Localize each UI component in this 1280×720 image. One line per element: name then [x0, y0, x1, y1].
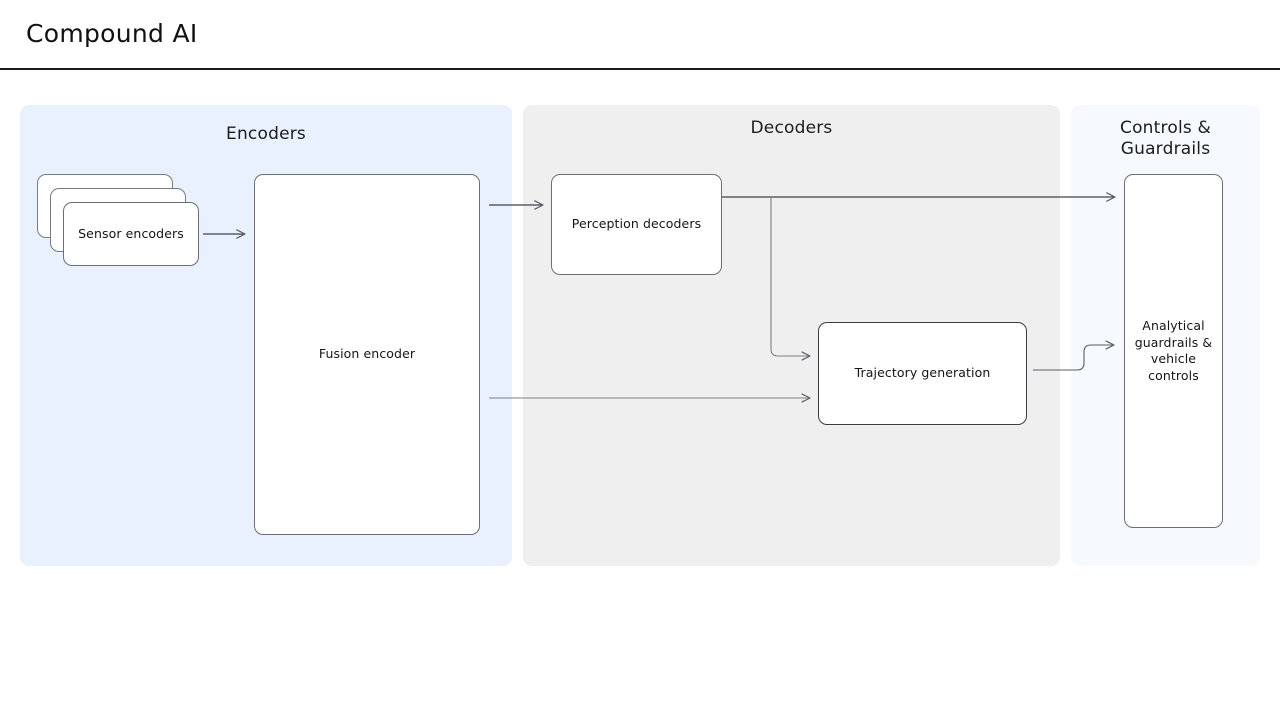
wire-trajectory-to-guardrails	[1033, 340, 1115, 371]
node-analytical-guardrails[interactable]: Analytical guardrails & vehicle controls	[1124, 174, 1223, 528]
panel-controls-title: Controls & Guardrails	[1071, 118, 1260, 161]
node-analytical-guardrails-label: Analytical guardrails & vehicle controls	[1134, 318, 1213, 383]
node-sensor-encoders[interactable]: Sensor encoders	[63, 202, 199, 266]
app-header: Compound AI	[0, 0, 1280, 70]
node-fusion-encoder-label: Fusion encoder	[318, 346, 416, 362]
panel-controls-title-line1: Controls &	[1120, 118, 1211, 138]
panel-controls-title-line2: Guardrails	[1120, 139, 1211, 160]
header-divider	[0, 68, 1280, 70]
wire-perception-to-trajectory	[770, 198, 811, 361]
panel-encoders-title: Encoders	[226, 124, 306, 144]
panel-decoders-title: Decoders	[750, 118, 833, 138]
node-perception-decoders[interactable]: Perception decoders	[551, 174, 722, 275]
page-title: Compound AI	[26, 19, 198, 48]
node-trajectory-generation-label: Trajectory generation	[854, 365, 991, 381]
node-fusion-encoder[interactable]: Fusion encoder	[254, 174, 480, 535]
node-perception-decoders-label: Perception decoders	[571, 216, 702, 232]
node-sensor-encoders-label: Sensor encoders	[78, 225, 184, 241]
node-trajectory-generation[interactable]: Trajectory generation	[818, 322, 1027, 425]
